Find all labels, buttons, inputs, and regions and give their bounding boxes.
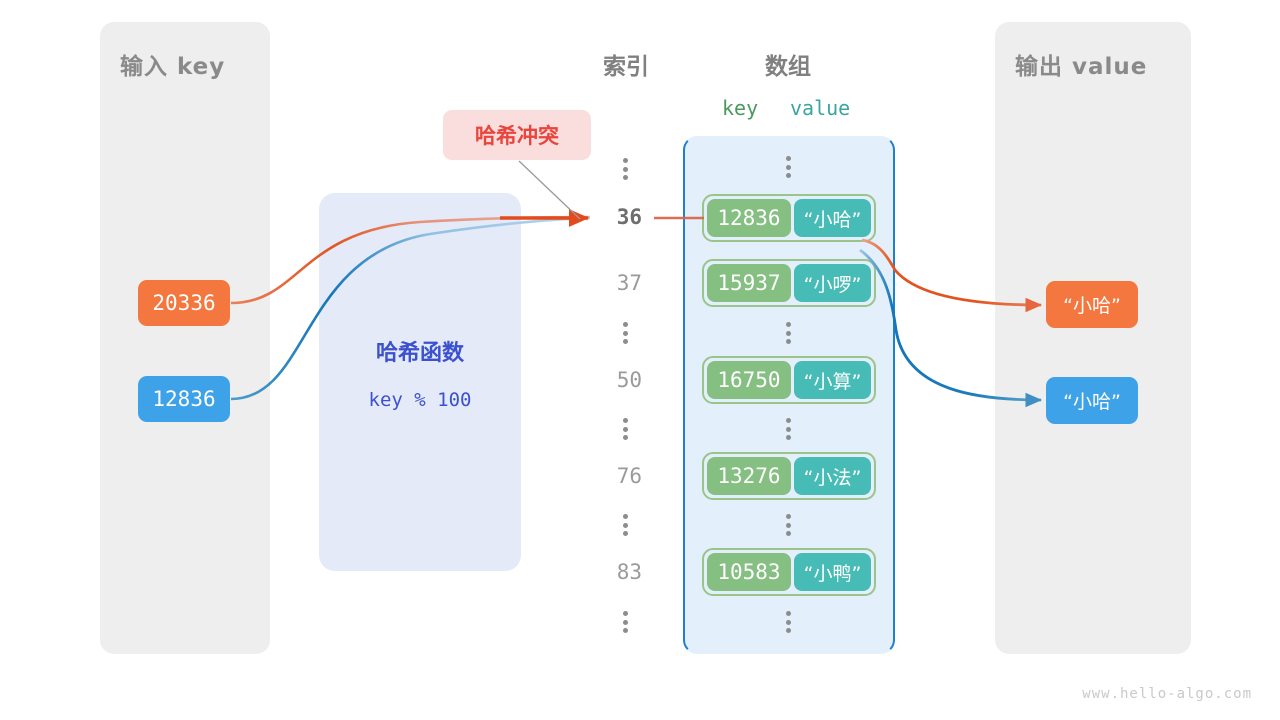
index-label-36: 36: [616, 205, 642, 229]
entry-value: “小鸭”: [793, 553, 871, 591]
hash-function-title: 哈希函数: [375, 341, 464, 366]
entry-key: 13276: [707, 457, 791, 495]
hash-function-formula: key % 100: [368, 389, 472, 411]
input-key-20336[interactable]: 20336: [138, 280, 230, 326]
entry-key: 16750: [707, 361, 791, 399]
entry-key: 12836: [707, 199, 791, 237]
array-entry-36[interactable]: 12836 “小哈”: [702, 194, 876, 242]
index-label-50: 50: [616, 368, 642, 392]
index-ellipsis-4: [622, 611, 628, 633]
array-key-header: key: [722, 96, 759, 120]
hash-function-box: 哈希函数 key % 100: [319, 193, 521, 571]
array-entry-76[interactable]: 13276 “小法”: [702, 452, 876, 500]
collision-leader-line: [518, 160, 581, 220]
output-value-orange[interactable]: “小哈”: [1046, 281, 1138, 328]
array-ellipsis-1: [785, 322, 791, 344]
index-ellipsis-1: [622, 322, 628, 344]
output-panel-title: 输出 value: [1015, 54, 1148, 80]
array-value-header: value: [790, 96, 851, 120]
output-value-blue[interactable]: “小哈”: [1046, 377, 1138, 424]
array-ellipsis-2: [785, 418, 791, 440]
array-ellipsis-4: [785, 611, 791, 633]
array-column-heading: 数组: [765, 54, 811, 80]
index-label-37: 37: [616, 271, 642, 295]
array-ellipsis-3: [785, 514, 791, 536]
input-key-12836[interactable]: 12836: [138, 376, 230, 422]
output-panel: [995, 22, 1191, 654]
array-entry-50[interactable]: 16750 “小算”: [702, 356, 876, 404]
input-panel-title: 输入 key: [120, 54, 226, 80]
array-ellipsis-0: [785, 156, 791, 178]
entry-key: 15937: [707, 264, 791, 302]
array-entry-37[interactable]: 15937 “小啰”: [702, 259, 876, 307]
entry-key: 10583: [707, 553, 791, 591]
index-column-heading: 索引: [603, 54, 649, 80]
index-ellipsis-2: [622, 418, 628, 440]
index-ellipsis-0: [622, 158, 628, 180]
input-panel: [100, 22, 270, 654]
index-label-83: 83: [616, 560, 642, 584]
index-ellipsis-3: [622, 514, 628, 536]
entry-value: “小哈”: [793, 199, 871, 237]
hash-collision-tag: 哈希冲突: [443, 110, 591, 160]
index-label-76: 76: [616, 464, 642, 488]
entry-value: “小算”: [793, 361, 871, 399]
watermark: www.hello-algo.com: [1082, 686, 1252, 702]
entry-value: “小法”: [793, 457, 871, 495]
entry-value: “小啰”: [793, 264, 871, 302]
array-entry-83[interactable]: 10583 “小鸭”: [702, 548, 876, 596]
